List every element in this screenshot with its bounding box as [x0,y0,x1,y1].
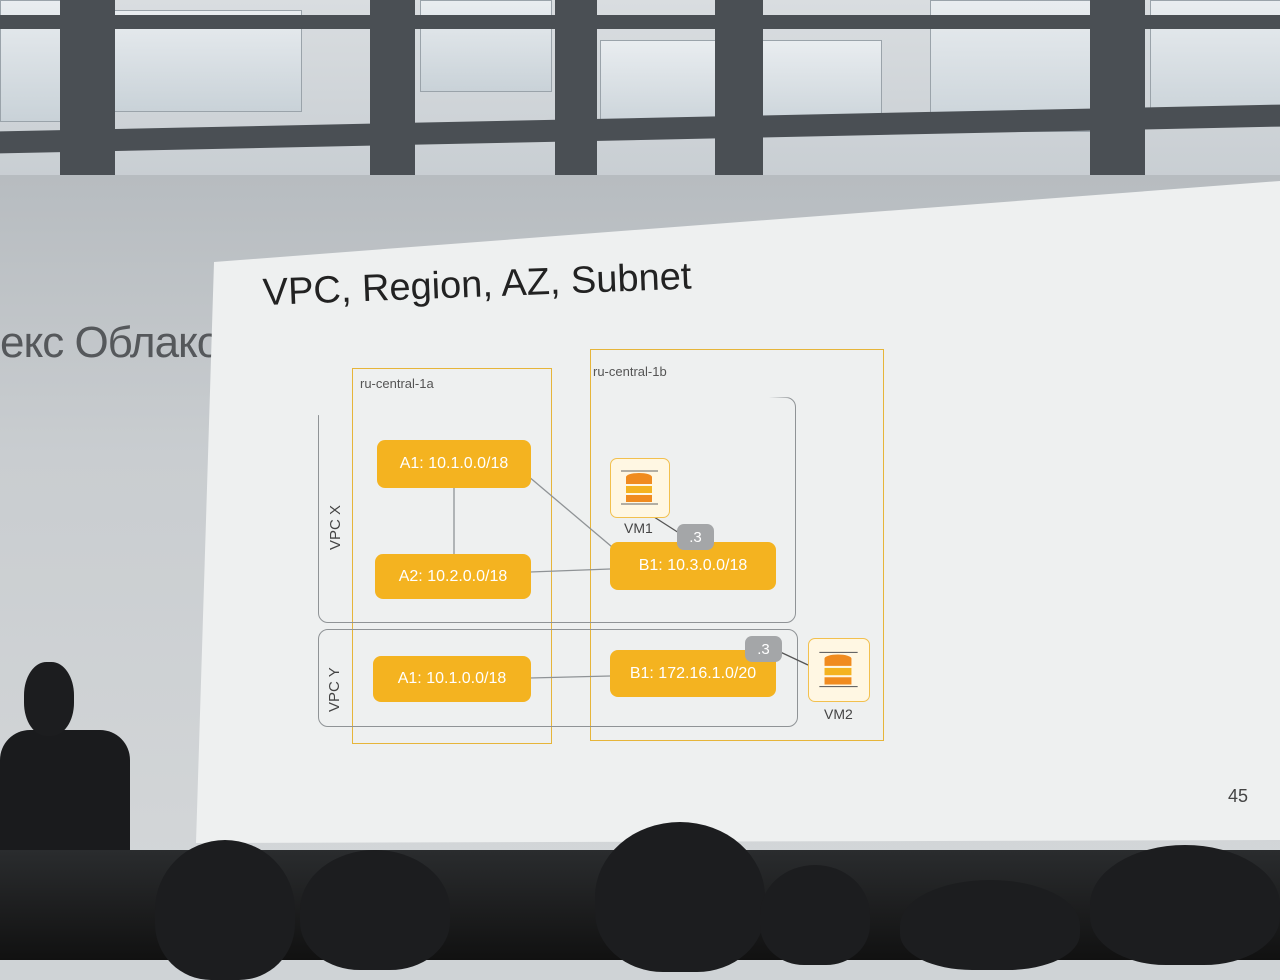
subnet-vpcx-b1: B1: 10.3.0.0/18 [610,542,776,590]
audience-head [300,850,450,970]
ip-badge: .3 [677,524,714,550]
speaker-head [24,662,74,736]
link-y-a1-b1 [529,675,611,679]
zone-ru-central-1b [590,349,884,741]
projection-screen [196,181,1280,843]
subnet-vpcx-a1: A1: 10.1.0.0/18 [377,440,531,488]
vm2-label: VM2 [824,706,853,722]
subnet-vpcx-a2: A2: 10.2.0.0/18 [375,554,531,599]
slide-page-number: 45 [1228,786,1249,806]
subnet-vpcy-a1: A1: 10.1.0.0/18 [373,656,531,702]
audience-head [900,880,1080,970]
ip-badge: .3 [745,636,782,662]
zone-ru-central-1a [352,368,552,744]
link-a1-b1 [527,475,619,553]
audience-head [1090,845,1280,965]
vpc-y-box [318,629,798,727]
server-stack-icon [621,470,658,505]
ceiling-beam [0,15,1280,29]
zone-label: ru-central-1a [360,376,434,391]
brand-sign: екс Облако [0,318,221,367]
audience-head [155,840,295,980]
subnet-vpcy-b1: B1: 172.16.1.0/20 [610,650,776,697]
audience-head [595,822,765,972]
server-stack-icon [819,651,858,688]
vm2-box [808,638,870,702]
ceiling-windows [0,0,1280,215]
vm1-label: VM1 [624,520,653,536]
audience-head [760,865,870,965]
link-a2-b1 [529,568,611,573]
vm1-box [610,458,670,518]
zone-label: ru-central-1b [593,364,667,379]
